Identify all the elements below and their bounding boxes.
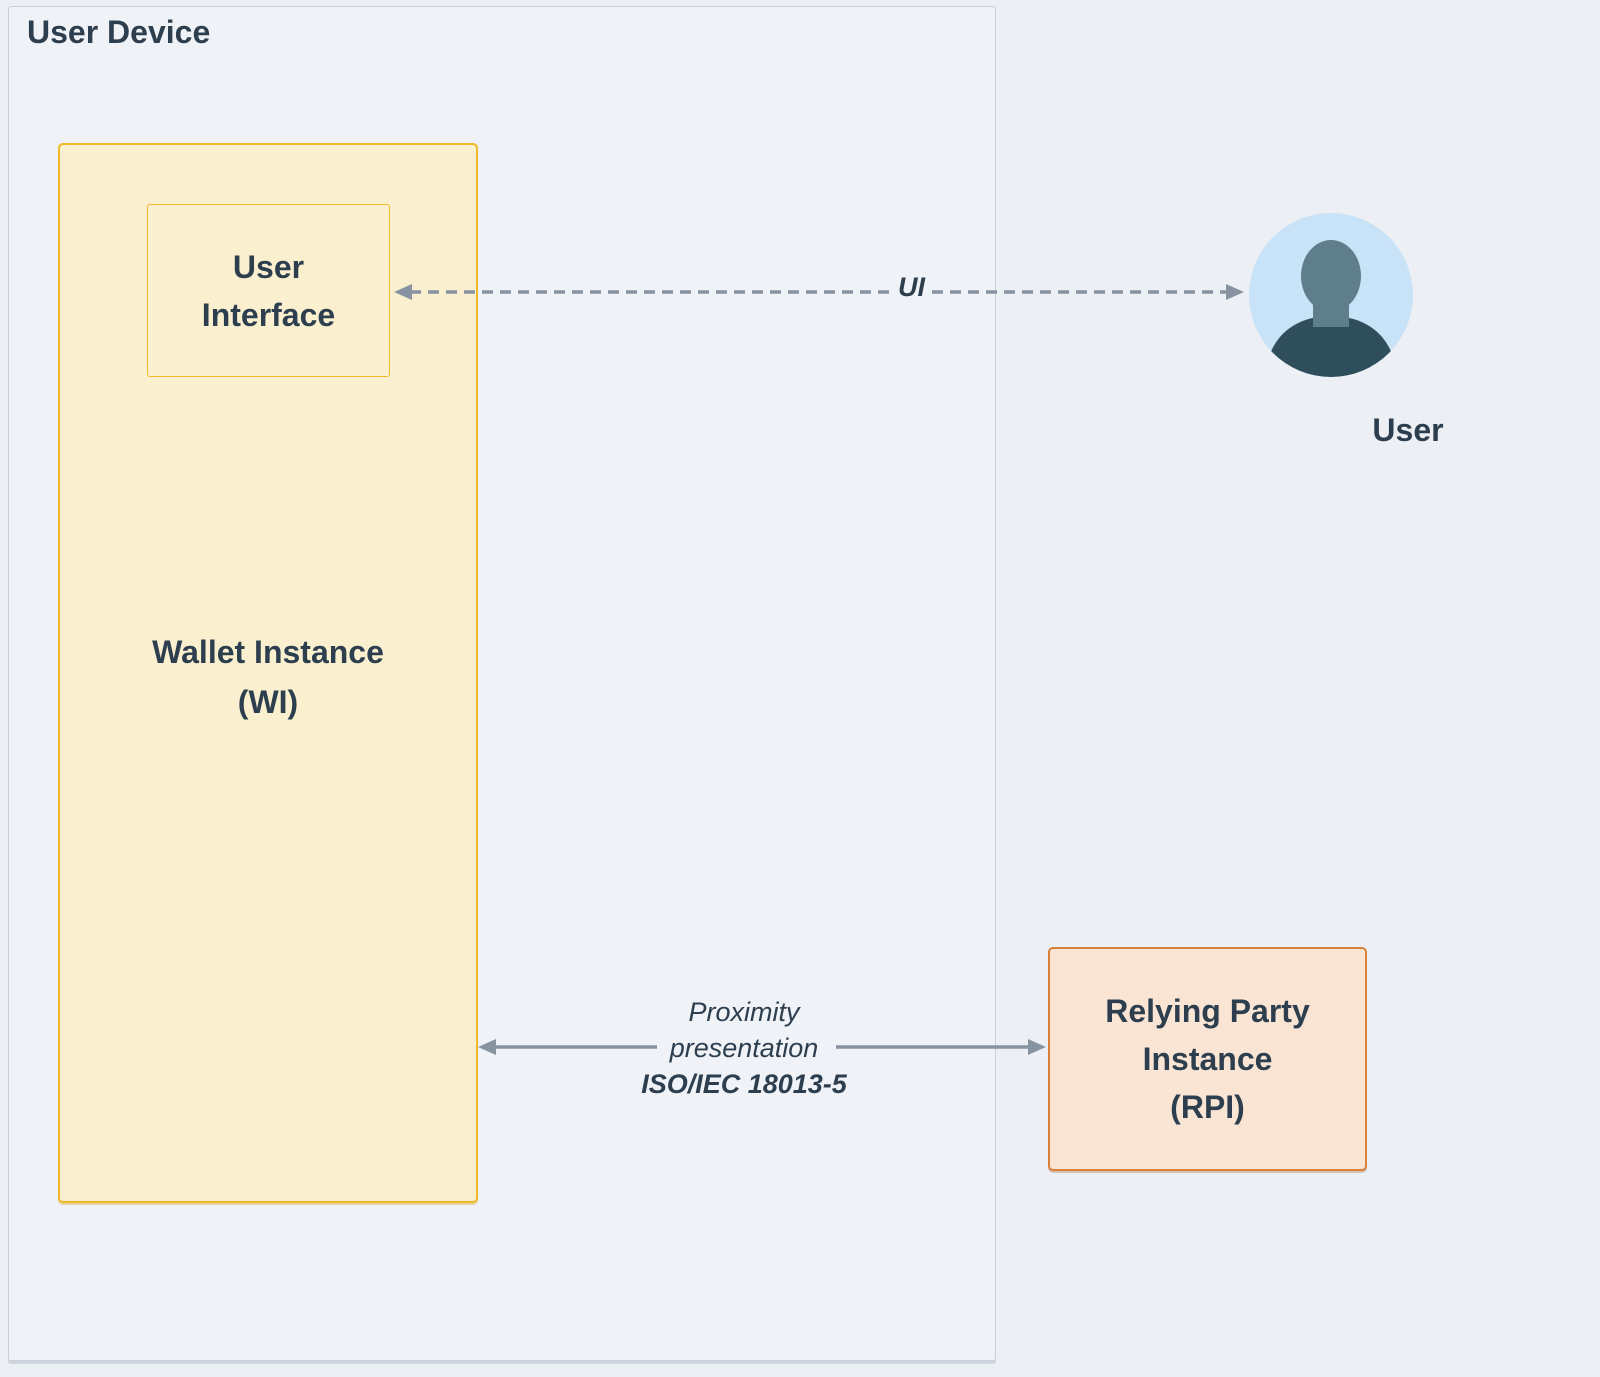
relying-party-label-line3: (RPI) — [1170, 1089, 1245, 1125]
wallet-instance-label-line1: Wallet Instance — [152, 634, 384, 670]
proximity-edge-label-line1: Proximity — [688, 997, 800, 1027]
user-device-title: User Device — [27, 14, 211, 50]
user-avatar-icon — [1249, 213, 1413, 377]
wallet-instance-label: Wallet Instance (WI) — [58, 627, 478, 727]
ui-edge-label: UI — [895, 272, 928, 303]
proximity-edge-label-line2: presentation — [669, 1033, 819, 1063]
user-interface-label-line2: Interface — [201, 296, 336, 333]
relying-party-instance-node: Relying Party Instance (RPI) — [1048, 947, 1367, 1171]
user-interface-node: User Interface — [147, 204, 390, 377]
proximity-edge-label-line3: ISO/IEC 18013-5 — [641, 1069, 847, 1099]
relying-party-label-line2: Instance — [1142, 1041, 1273, 1077]
relying-party-label-line1: Relying Party — [1105, 993, 1310, 1029]
user-interface-label-line1: User — [232, 248, 305, 285]
wallet-instance-label-line2: (WI) — [237, 684, 299, 720]
proximity-edge-label: Proximity presentation ISO/IEC 18013-5 — [614, 994, 874, 1102]
user-label: User — [1372, 412, 1444, 448]
